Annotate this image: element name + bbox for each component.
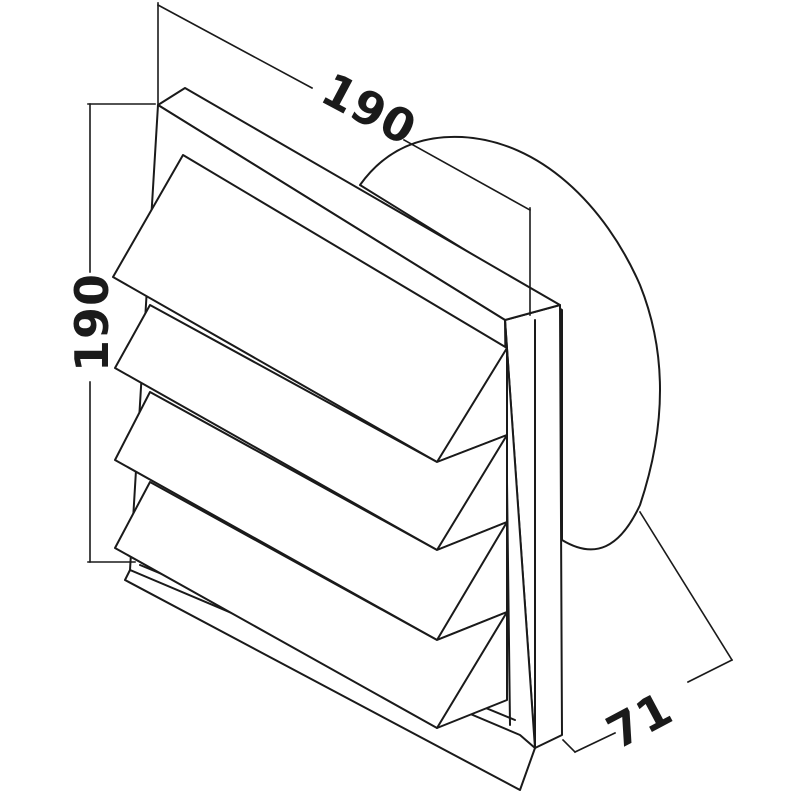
duct-spigot	[359, 135, 661, 551]
depth-dimension-label: 71	[598, 681, 682, 760]
height-dimension-label: 190	[65, 273, 119, 372]
louver-slat	[114, 481, 508, 729]
louver-slat-fold	[436, 521, 508, 641]
louver-slat-fold	[436, 611, 508, 729]
louver-slat-fold	[436, 347, 508, 463]
louver-slats	[112, 154, 508, 729]
depth-extension-back	[638, 510, 734, 662]
width-dimension-line-a	[156, 3, 314, 90]
depth-dimension-line-a	[573, 731, 617, 754]
width-dimension-line-b	[402, 138, 532, 212]
depth-dimension-line-b	[686, 658, 734, 684]
depth-extension-front	[561, 738, 577, 754]
louver-slat-fold	[436, 434, 508, 551]
